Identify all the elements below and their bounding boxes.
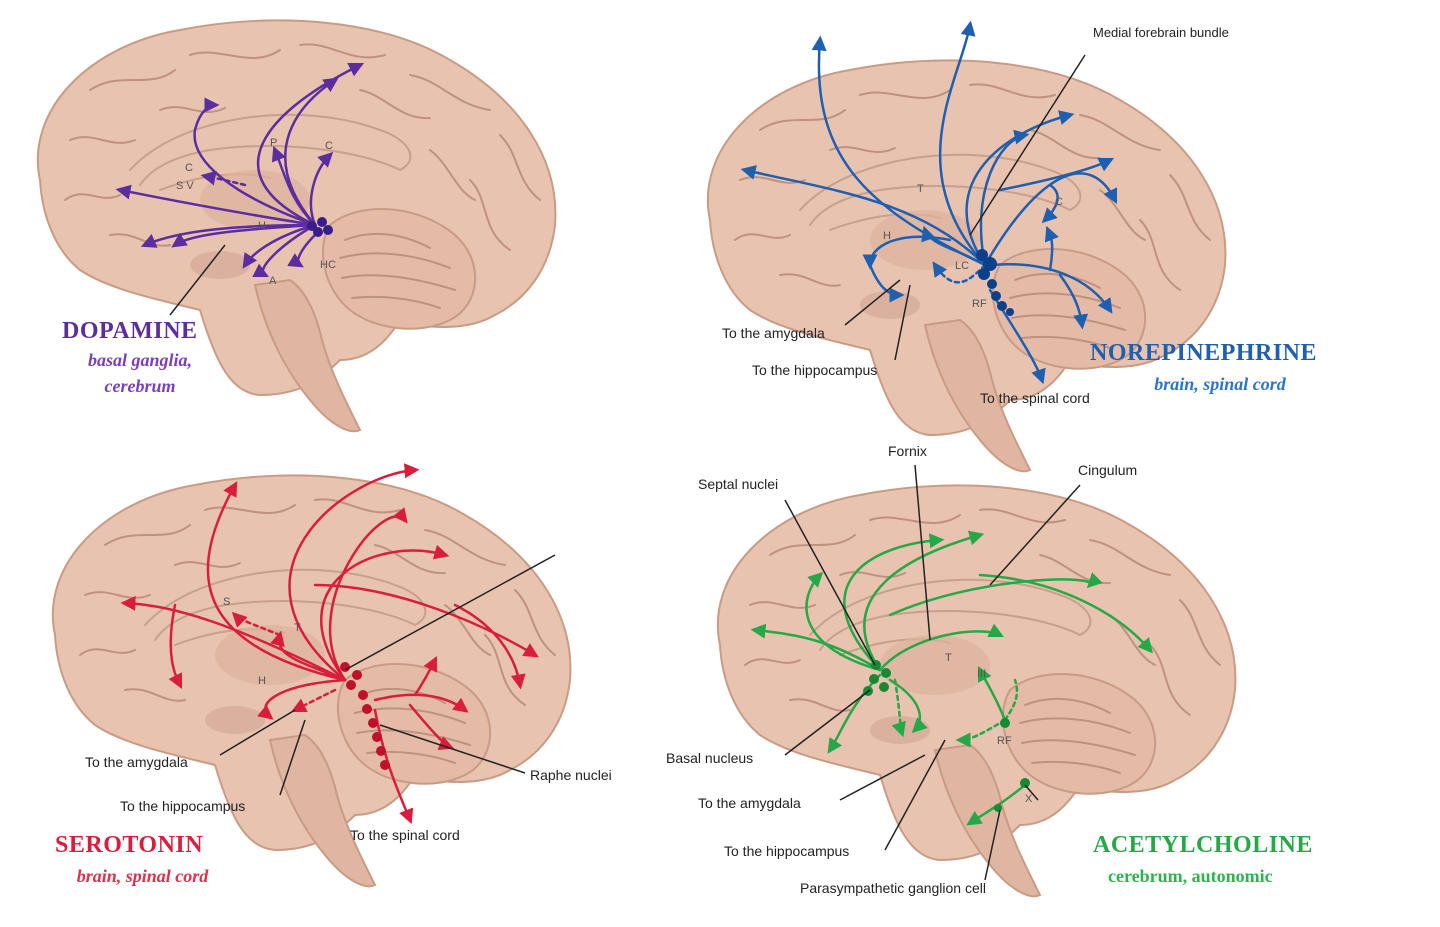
dopamine-subtitle-2: cerebrum bbox=[104, 376, 176, 396]
serotonin-pathways bbox=[120, 463, 539, 825]
dopamine-panel bbox=[36, 19, 557, 433]
dopamine-subtitle-1: basal ganglia, bbox=[87, 350, 193, 370]
serotonin-label-spinal-cord: To the spinal cord bbox=[350, 827, 460, 843]
norepinephrine-nuclei bbox=[976, 249, 1014, 316]
serotonin-leaders bbox=[219, 554, 556, 796]
serotonin-nuclei bbox=[340, 662, 390, 770]
dopamine-nuclei bbox=[307, 217, 333, 237]
norepinephrine-panel bbox=[706, 20, 1227, 473]
norepinephrine-subtitle: brain, spinal cord bbox=[1154, 374, 1286, 394]
norepinephrine-pathways bbox=[740, 20, 1118, 385]
serotonin-subtitle: brain, spinal cord bbox=[76, 866, 209, 886]
dopamine-mark-p: P bbox=[270, 137, 278, 149]
serotonin-mark-s: S bbox=[223, 596, 231, 608]
acetylcholine-panel bbox=[716, 464, 1237, 898]
serotonin-label-raphe-nuclei: Raphe nuclei bbox=[530, 767, 612, 783]
acetylcholine-label-cingulum: Cingulum bbox=[1078, 462, 1138, 478]
serotonin-mark-t: T bbox=[294, 622, 301, 634]
dopamine-mark-c: C bbox=[185, 162, 193, 174]
dopamine-mark-a: A bbox=[269, 275, 277, 287]
norepinephrine-mark-c: C bbox=[1055, 196, 1063, 208]
acetylcholine-title: ACETYLCHOLINE bbox=[1093, 832, 1313, 858]
acetylcholine-label-ganglion-cell: Parasympathetic ganglion cell bbox=[800, 880, 986, 896]
acetylcholine-label-fornix: Fornix bbox=[888, 443, 927, 459]
norepinephrine-label-hippocampus: To the hippocampus bbox=[752, 362, 878, 378]
norepinephrine-label-spinal-cord: To the spinal cord bbox=[980, 390, 1090, 406]
acetylcholine-label-basal-nucleus: Basal nucleus bbox=[666, 750, 754, 766]
dopamine-mark-hc: HC bbox=[320, 259, 336, 271]
acetylcholine-pathways bbox=[750, 530, 1153, 826]
serotonin-brain bbox=[51, 474, 572, 888]
label-medial-forebrain-bundle: Medial forebrain bundle bbox=[1093, 25, 1229, 40]
dopamine-leader bbox=[169, 244, 226, 316]
acetylcholine-label-hippocampus: To the hippocampus bbox=[724, 843, 850, 859]
acetylcholine-mark-rf: RF bbox=[997, 735, 1012, 747]
norepinephrine-title: NOREPINEPHRINE bbox=[1090, 340, 1318, 366]
norepinephrine-mark-lc: LC bbox=[955, 260, 970, 272]
acetylcholine-subtitle: cerebrum, autonomic bbox=[1108, 866, 1273, 886]
serotonin-panel bbox=[51, 463, 572, 888]
dopamine-mark-h: H bbox=[258, 220, 266, 232]
acetylcholine-mark-t: T bbox=[945, 652, 952, 664]
acetylcholine-leaders bbox=[784, 464, 1081, 881]
dopamine-title: DOPAMINE bbox=[62, 318, 198, 344]
dopamine-mark-c2: C bbox=[325, 140, 333, 152]
acetylcholine-mark-x: X bbox=[1025, 793, 1033, 805]
dopamine-mark-sv: S V bbox=[176, 180, 194, 192]
serotonin-mark-h: H bbox=[258, 675, 266, 687]
norepinephrine-mark-h: H bbox=[883, 230, 891, 242]
norepinephrine-mark-t: T bbox=[917, 183, 924, 195]
norepinephrine-label-amygdala: To the amygdala bbox=[722, 325, 825, 341]
serotonin-label-amygdala: To the amygdala bbox=[85, 754, 188, 770]
serotonin-title: SEROTONIN bbox=[55, 832, 204, 858]
norepinephrine-mark-rf: RF bbox=[972, 298, 987, 310]
acetylcholine-label-amygdala: To the amygdala bbox=[698, 795, 801, 811]
acetylcholine-nuclei bbox=[863, 660, 1030, 812]
serotonin-label-hippocampus: To the hippocampus bbox=[120, 798, 246, 814]
dopamine-pathways bbox=[115, 62, 365, 278]
norepinephrine-leaders bbox=[844, 54, 1086, 361]
acetylcholine-mark-iii: III bbox=[977, 668, 987, 680]
acetylcholine-label-septal-nuclei: Septal nuclei bbox=[698, 476, 779, 492]
